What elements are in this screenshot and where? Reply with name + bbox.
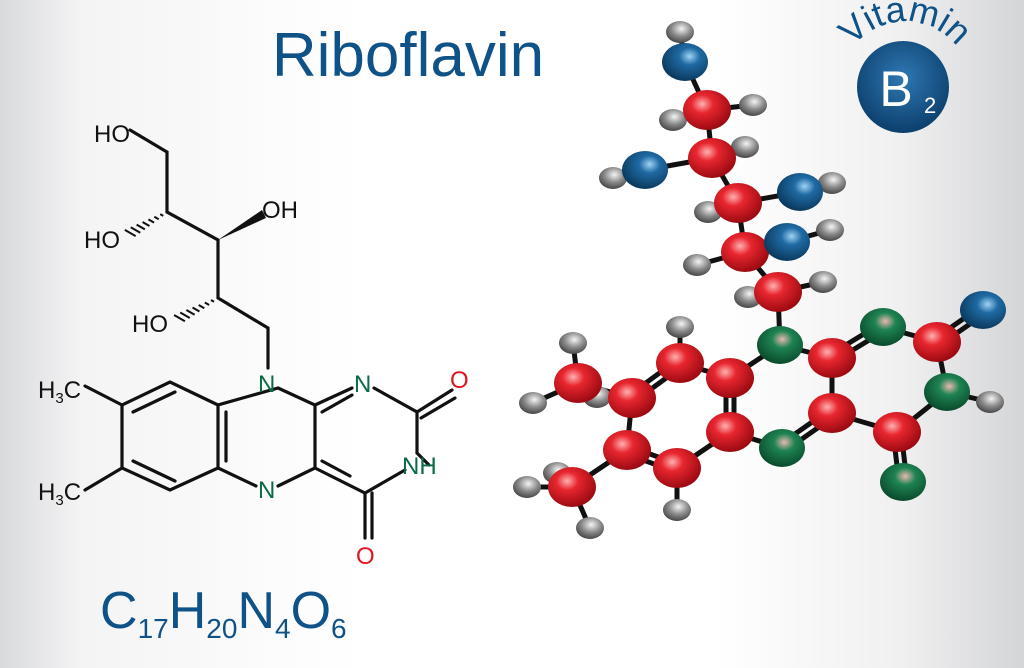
- nitrogen-atom: [757, 326, 803, 364]
- carbon-atom: [653, 448, 701, 488]
- hydrogen-atom: [599, 167, 627, 189]
- label-ho: HO: [84, 227, 120, 254]
- hydrogen-atom: [513, 476, 541, 498]
- hydrogen-atom: [683, 254, 711, 276]
- ball-and-stick-model: [513, 21, 1006, 539]
- label-oh: OH: [262, 197, 298, 224]
- carbon-atom: [721, 232, 769, 272]
- carbon-atom: [913, 322, 961, 362]
- carbon-atom: [608, 378, 656, 418]
- carbon-atom: [754, 272, 802, 312]
- carbon-atom: [603, 430, 651, 470]
- label-o4: O: [356, 543, 375, 570]
- hydrogen-atom: [519, 392, 547, 414]
- carbon-atom: [706, 412, 754, 452]
- page-title: Riboflavin: [272, 21, 544, 90]
- label-o2: O: [450, 367, 469, 394]
- label-methyl: H3C: [38, 479, 81, 509]
- hydrogen-atom: [739, 94, 767, 116]
- hydrogen-atom: [559, 332, 587, 354]
- oxygen-atom: [960, 291, 1006, 329]
- badge-letter: B: [879, 61, 912, 117]
- label-n5: N: [258, 477, 275, 504]
- carbon-atom: [808, 393, 856, 433]
- hydrogen-atom: [659, 109, 687, 131]
- label-n10: N: [258, 371, 275, 398]
- structural-formula: HO HO OH HO H3C H3C N N N NH O O: [38, 121, 469, 570]
- hydrogen-atom: [666, 316, 694, 338]
- label-methyl: H3C: [38, 377, 81, 407]
- nitrogen-atom: [880, 463, 926, 501]
- hydrogen-atom: [663, 499, 691, 521]
- carbon-atom: [683, 90, 731, 130]
- carbon-atom: [688, 138, 736, 178]
- nitrogen-atom: [924, 373, 970, 411]
- hydrogen-atom: [816, 219, 844, 241]
- carbon-atom: [656, 343, 704, 383]
- nitrogen-atom: [759, 429, 805, 467]
- molecular-formula: C17H20N4O6: [100, 582, 347, 644]
- hydrogen-atom: [976, 391, 1004, 413]
- hydrogen-atom: [666, 21, 694, 43]
- nitrogen-atom: [860, 308, 906, 346]
- carbon-atom: [548, 467, 596, 507]
- carbon-atom: [808, 338, 856, 378]
- label-ho: HO: [94, 121, 130, 148]
- oxygen-atom: [777, 173, 823, 211]
- hydrogen-atom: [818, 172, 846, 194]
- carbon-atom: [873, 412, 921, 452]
- vitamin-b2-badge: Vitamin B 2: [830, 0, 980, 133]
- hydrogen-atom: [731, 136, 759, 158]
- carbon-atom: [714, 183, 762, 223]
- label-ho: HO: [132, 311, 168, 338]
- badge-subscript: 2: [924, 93, 936, 118]
- oxygen-atom: [662, 43, 708, 81]
- label-nh: NH: [402, 453, 437, 480]
- carbon-atom: [706, 358, 754, 398]
- oxygen-atom: [764, 223, 810, 261]
- hydrogen-atom: [809, 271, 837, 293]
- oxygen-atom: [622, 151, 668, 189]
- hydrogen-atom: [576, 517, 604, 539]
- label-n1: N: [354, 371, 371, 398]
- carbon-atom: [554, 363, 602, 403]
